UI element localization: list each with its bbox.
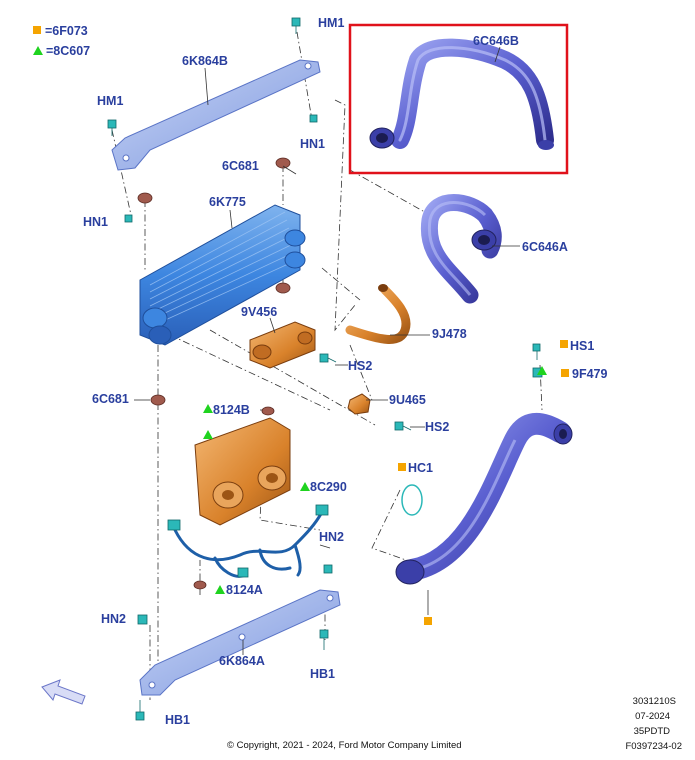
- footer-date: 07-2024: [635, 711, 670, 722]
- label-hm1-left[interactable]: HM1: [97, 94, 124, 108]
- label-6c646b[interactable]: 6C646B: [473, 34, 519, 48]
- legend-square: =6F073: [33, 25, 88, 38]
- gasket-hc1: [401, 484, 423, 516]
- label-8124a[interactable]: 8124A: [226, 583, 263, 597]
- bracket-6k864a[interactable]: [139, 589, 341, 696]
- view-direction-arrow: [41, 679, 86, 705]
- label-9v456[interactable]: 9V456: [241, 305, 278, 319]
- legend-triangle: =8C607: [33, 45, 90, 58]
- wiring-harness[interactable]: [173, 510, 324, 578]
- label-6c681-left[interactable]: 6C681: [92, 392, 129, 406]
- label-hb1-right[interactable]: HB1: [310, 667, 336, 681]
- label-8124b[interactable]: 8124B: [213, 403, 250, 417]
- green-triangle-icon: [33, 46, 43, 55]
- hose-lower-right[interactable]: [395, 412, 573, 585]
- highlight-box: [348, 23, 569, 175]
- label-6c681-top[interactable]: 6C681: [222, 159, 259, 173]
- orange-square-icon: [33, 26, 41, 34]
- fastener-parts: [107, 17, 543, 721]
- label-hs2-b[interactable]: HS2: [425, 420, 450, 434]
- label-hn2-right[interactable]: HN2: [319, 530, 345, 544]
- module-housing[interactable]: [194, 417, 291, 526]
- bracket-6k864b[interactable]: [111, 59, 321, 171]
- label-6c646a[interactable]: 6C646A: [522, 240, 568, 254]
- legend-square-code: =6F073: [45, 24, 88, 38]
- label-6k864a[interactable]: 6K864A: [219, 654, 265, 668]
- orange-square-markers: [398, 340, 569, 625]
- green-triangle-markers: [203, 366, 547, 594]
- footer-code-2: 35PDTD: [633, 726, 670, 737]
- valve-9v456[interactable]: [249, 321, 316, 369]
- hose-6c646b[interactable]: [369, 38, 554, 150]
- label-6k775[interactable]: 6K775: [209, 195, 246, 209]
- label-hn1-left[interactable]: HN1: [83, 215, 109, 229]
- label-9u465[interactable]: 9U465: [389, 393, 426, 407]
- label-hs2-a[interactable]: HS2: [348, 359, 373, 373]
- harness-connectors: [167, 504, 329, 578]
- tube-9j478[interactable]: [345, 284, 411, 344]
- legend-triangle-code: =8C607: [46, 44, 91, 58]
- label-9f479[interactable]: 9F479: [572, 367, 608, 381]
- label-hb1-left[interactable]: HB1: [165, 713, 191, 727]
- label-9j478[interactable]: 9J478: [432, 327, 467, 341]
- hose-6c646a[interactable]: [420, 194, 502, 304]
- footer-code-1: 3031210S: [632, 696, 676, 707]
- copyright-text: © Copyright, 2021 - 2024, Ford Motor Com…: [227, 740, 462, 751]
- label-hm1-top[interactable]: HM1: [318, 16, 345, 30]
- charge-air-cooler-6k775[interactable]: [139, 204, 306, 346]
- label-hs1[interactable]: HS1: [570, 339, 595, 353]
- insulator-parts: [137, 157, 291, 590]
- label-6k864b[interactable]: 6K864B: [182, 54, 228, 68]
- label-hn2-left[interactable]: HN2: [101, 612, 127, 626]
- label-hn1-right[interactable]: HN1: [300, 137, 326, 151]
- label-hc1[interactable]: HC1: [408, 461, 434, 475]
- label-leader-lines: [134, 46, 520, 655]
- footer-code-3: F0397234-02: [625, 741, 682, 752]
- sensor-9u465[interactable]: [347, 393, 371, 415]
- label-8c290[interactable]: 8C290: [310, 480, 347, 494]
